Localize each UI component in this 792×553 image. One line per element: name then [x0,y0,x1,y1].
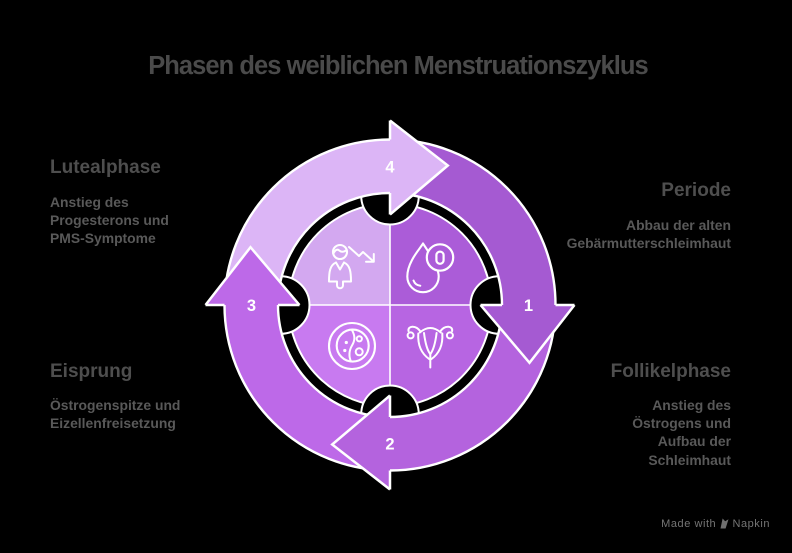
svg-text:2: 2 [385,436,394,454]
svg-text:1: 1 [524,297,533,315]
svg-text:4: 4 [385,159,395,177]
svg-text:3: 3 [247,297,256,315]
